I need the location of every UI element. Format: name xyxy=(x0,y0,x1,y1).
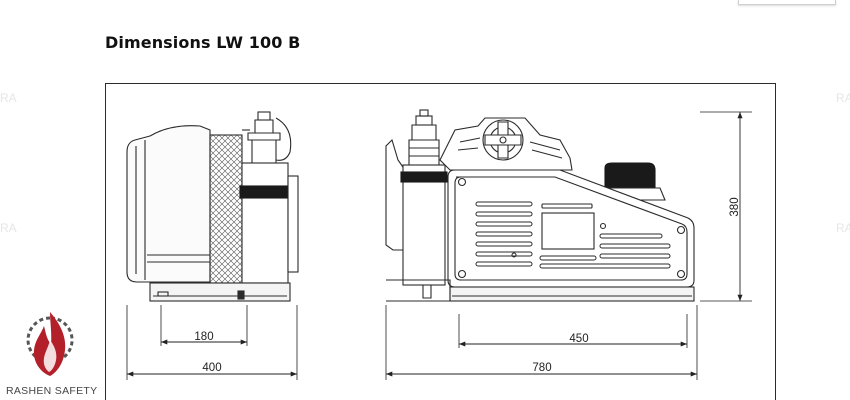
browser-top-strip xyxy=(738,0,836,5)
watermark-mark: RA xyxy=(836,91,850,105)
drawing-frame xyxy=(105,83,776,400)
watermark-mark: RA xyxy=(836,221,850,235)
dim-label-height: 380 xyxy=(729,197,741,216)
dim-label-side-total: 400 xyxy=(202,362,221,374)
dim-label-front-inner: 450 xyxy=(569,333,588,345)
dimension-lines xyxy=(126,111,752,380)
page-title: Dimensions LW 100 B xyxy=(105,33,301,52)
side-view xyxy=(126,111,299,302)
watermark-mark: RA xyxy=(0,91,17,105)
watermark-mark: RA xyxy=(0,221,17,235)
dim-label-front-total: 780 xyxy=(532,362,551,374)
watermark-logo: RASHEN SAFETY xyxy=(6,312,97,397)
dim-label-side-inner: 180 xyxy=(194,331,213,343)
brand-name: RASHEN SAFETY xyxy=(6,385,97,397)
front-view xyxy=(385,109,695,302)
